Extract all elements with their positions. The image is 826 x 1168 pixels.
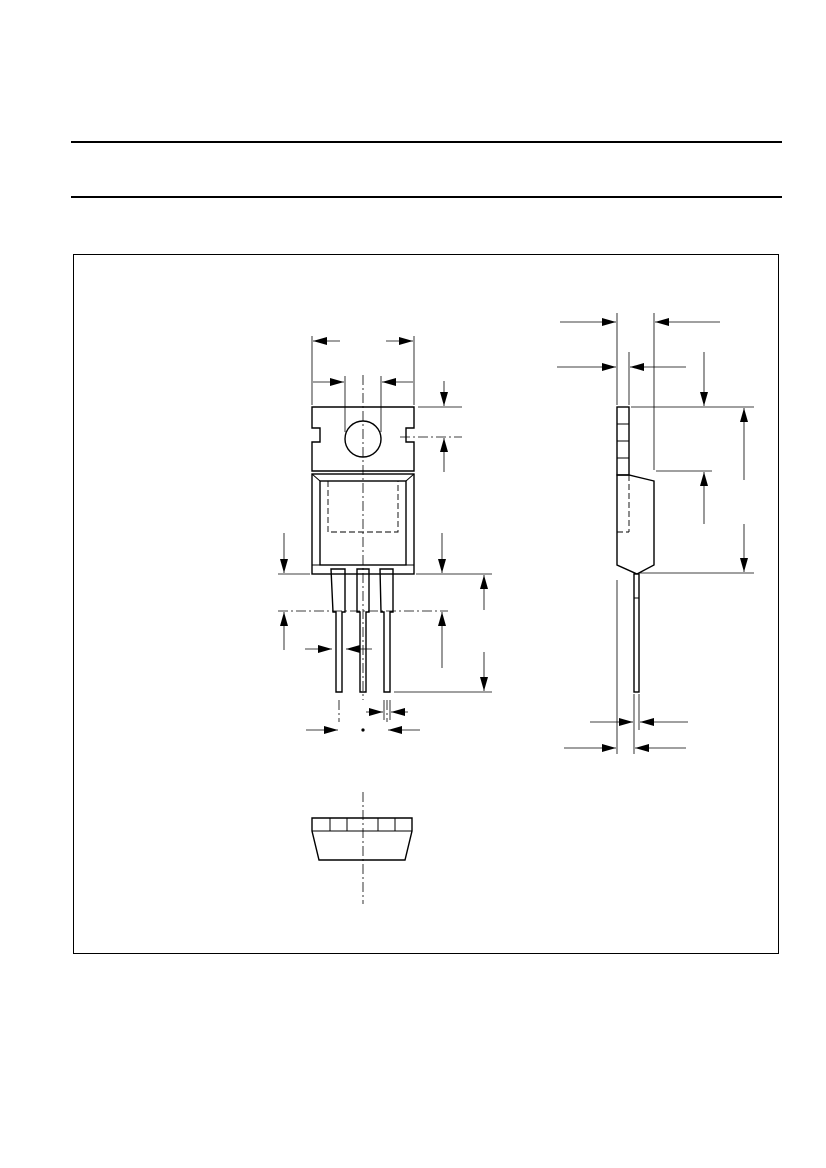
leads bbox=[330, 568, 394, 693]
dimension-lead-pitch bbox=[306, 726, 420, 734]
dimension-side-heights bbox=[631, 352, 754, 574]
end-view-body bbox=[311, 817, 413, 861]
lead-1 bbox=[330, 568, 346, 693]
side-body bbox=[616, 474, 655, 575]
dimension-lead-length bbox=[394, 575, 492, 693]
body-chamfer-left bbox=[311, 473, 321, 482]
header-rule-bottom bbox=[71, 196, 782, 198]
lead-2 bbox=[356, 568, 370, 693]
lead-3 bbox=[379, 568, 394, 693]
dimension-body-width bbox=[311, 336, 415, 405]
body-chamfer-right bbox=[405, 473, 415, 482]
front-view bbox=[278, 336, 492, 734]
dimension-side-lead bbox=[564, 580, 688, 754]
header-rule-top bbox=[71, 141, 782, 143]
drawing-frame bbox=[73, 254, 779, 954]
side-lead bbox=[633, 573, 640, 693]
dimension-overall-depth bbox=[560, 313, 720, 470]
end-view bbox=[311, 792, 413, 904]
dimension-tab-thickness bbox=[557, 352, 686, 405]
dimension-hole-position bbox=[313, 376, 413, 432]
dimension-lead-thickness bbox=[366, 700, 408, 720]
side-view bbox=[557, 313, 754, 754]
dimension-hole-from-top bbox=[418, 381, 462, 472]
dimension-body-bottom bbox=[278, 533, 492, 668]
